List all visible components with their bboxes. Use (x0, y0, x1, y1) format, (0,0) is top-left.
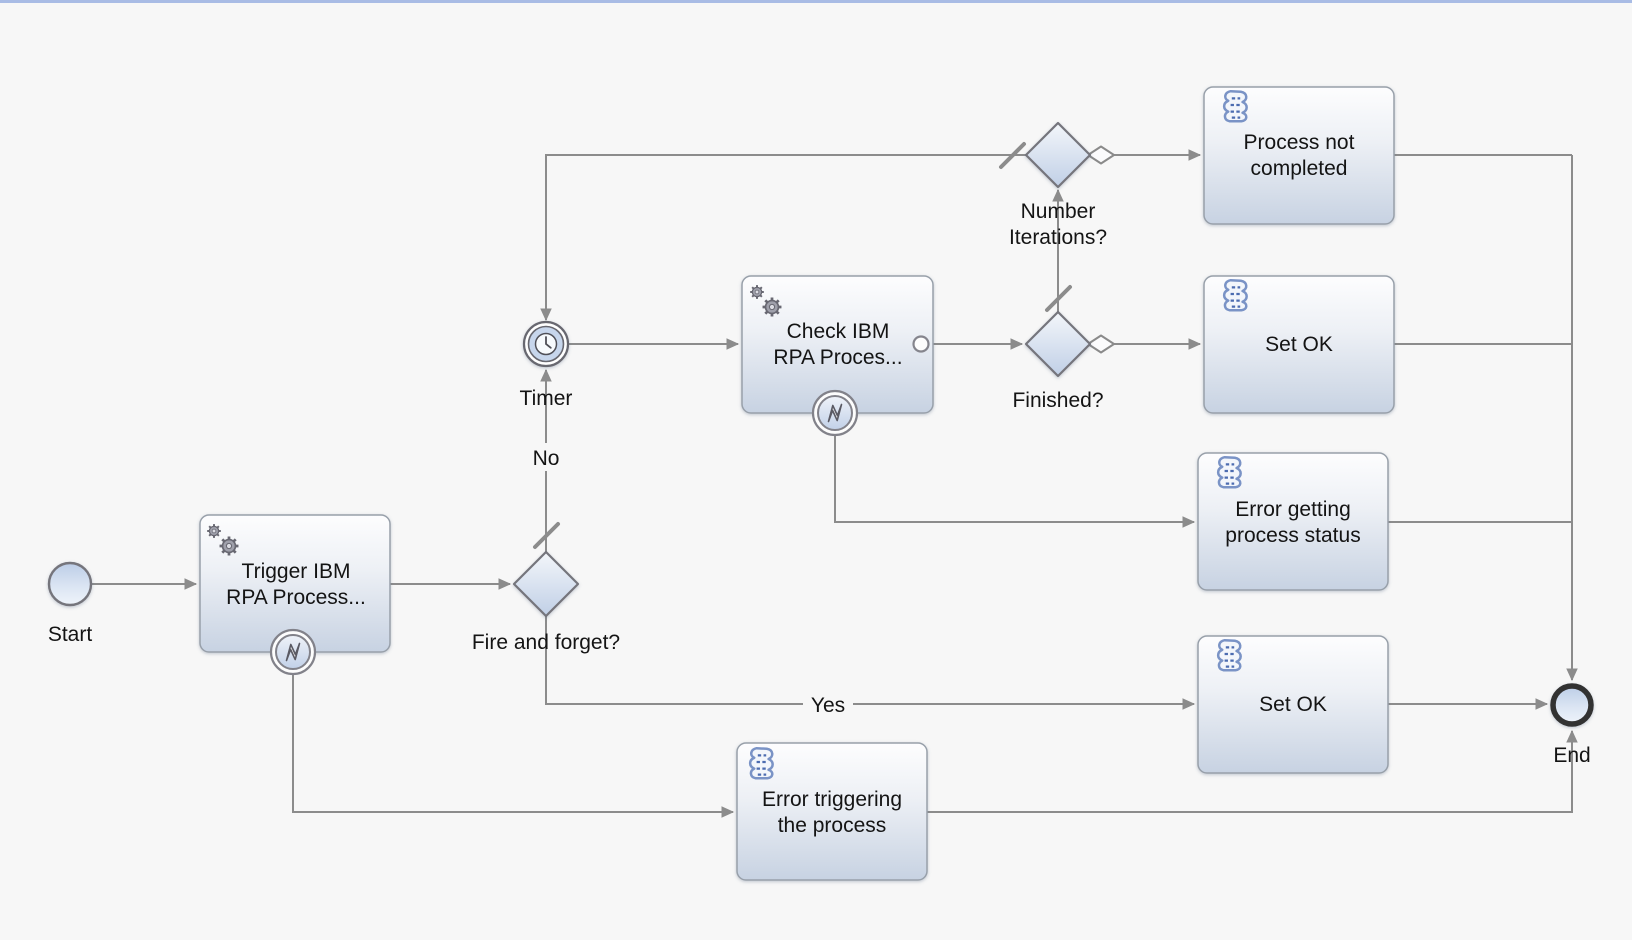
condition-diamond-marker (1087, 145, 1115, 165)
flow-label-yes: Yes (811, 694, 845, 717)
timer-event-label: Timer (520, 387, 573, 410)
script-icon (1216, 455, 1242, 489)
flow-label-no: No (533, 447, 560, 470)
script-icon (1222, 89, 1248, 123)
error-boundary-event-icon[interactable] (811, 389, 859, 437)
error-triggering-label-line1: Error triggering (762, 788, 902, 811)
number-iterations-gateway-label-line2: Iterations? (1009, 226, 1107, 249)
set-ok-bottom-task[interactable]: Set OK (1197, 635, 1389, 774)
start-event[interactable]: Start (47, 561, 93, 646)
check-rpa-task-label-line2: RPA Proces... (773, 346, 902, 369)
clock-icon (534, 332, 558, 356)
flow-no-fire-gateway-to-timer[interactable]: No (527, 368, 565, 552)
error-triggering-label-line2: the process (778, 814, 887, 837)
error-boundary-event-icon[interactable] (269, 628, 317, 676)
default-flow-marker (999, 142, 1026, 169)
number-iterations-gateway-label-line1: Number (1021, 200, 1096, 223)
flow-iterations-loop-to-timer[interactable] (540, 142, 1026, 322)
error-getting-status-label-line1: Error getting (1235, 498, 1351, 521)
flow-label-bg (803, 690, 853, 718)
window-top-border (0, 0, 1632, 3)
set-ok-top-label: Set OK (1265, 333, 1333, 356)
check-rpa-task[interactable]: Check IBM RPA Proces... (741, 275, 934, 437)
error-getting-status-task[interactable]: Error getting process status (1197, 452, 1389, 591)
timer-event[interactable]: Timer (520, 320, 573, 410)
flow-error-triggering-to-end[interactable] (927, 729, 1578, 813)
process-not-completed-label-line2: completed (1251, 157, 1348, 180)
flow-check-error-to-error-getting-status[interactable] (834, 435, 1196, 528)
error-getting-status-label-line2: process status (1225, 524, 1360, 547)
start-event-label: Start (48, 623, 93, 646)
script-icon (1216, 638, 1242, 672)
flow-finished-to-iterations-gateway[interactable] (1045, 188, 1072, 312)
flow-label-bg (527, 443, 565, 471)
process-not-completed-task[interactable]: Process not completed (1203, 86, 1395, 225)
number-iterations-gateway[interactable]: Number Iterations? (1009, 121, 1107, 249)
flow-finished-to-set-ok-top[interactable] (1087, 334, 1202, 354)
flow-iterations-to-process-not-completed[interactable] (1087, 145, 1202, 165)
script-icon (1222, 278, 1248, 312)
default-flow-marker (1045, 285, 1072, 312)
set-ok-top-task[interactable]: Set OK (1203, 275, 1395, 414)
end-event[interactable]: End (1550, 683, 1594, 767)
trigger-rpa-task-label-line1: Trigger IBM (242, 560, 351, 583)
trigger-rpa-task-label-line2: RPA Process... (226, 586, 366, 609)
finished-gateway-label: Finished? (1012, 389, 1103, 412)
finished-gateway[interactable]: Finished? (1012, 310, 1104, 412)
fire-and-forget-gateway-label: Fire and forget? (472, 631, 620, 654)
end-event-label: End (1553, 744, 1590, 767)
condition-diamond-marker (1087, 334, 1115, 354)
check-rpa-task-label-line1: Check IBM (787, 320, 890, 343)
flow-trigger-error-to-error-triggering[interactable] (292, 674, 735, 818)
script-icon (748, 746, 774, 780)
set-ok-bottom-label: Set OK (1259, 693, 1327, 716)
process-not-completed-label-line1: Process not (1244, 131, 1355, 154)
default-flow-marker (533, 522, 560, 549)
fire-and-forget-gateway[interactable]: Fire and forget? (472, 550, 620, 654)
flow-yes-fire-gateway-to-set-ok[interactable]: Yes (545, 616, 1196, 718)
attachment-port-icon[interactable] (912, 335, 930, 353)
error-triggering-task[interactable]: Error triggering the process (736, 742, 928, 881)
trigger-rpa-task[interactable]: Trigger IBM RPA Process... (199, 514, 391, 676)
